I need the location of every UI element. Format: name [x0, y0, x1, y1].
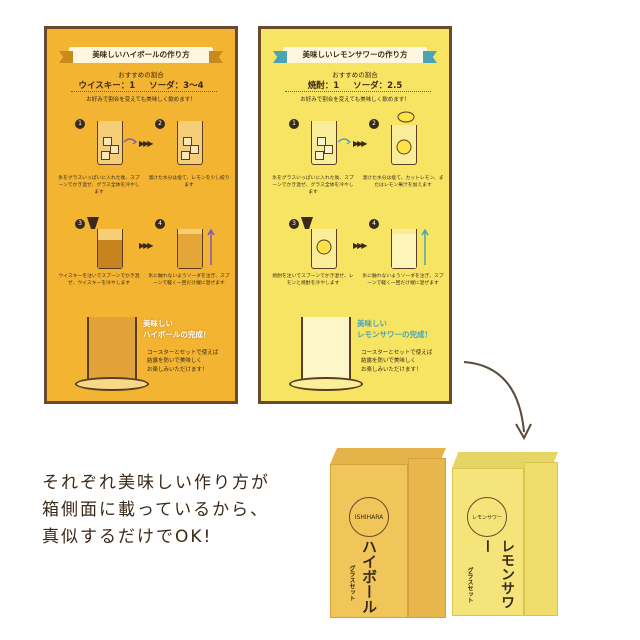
- box-set-text: グラスセット: [348, 565, 355, 601]
- highball-step-4-caption: 氷に触れないようソーダを注ぎ、スプーンで軽く一回だけ縦に混ぜます: [148, 274, 230, 287]
- box-side: [408, 458, 446, 618]
- box-front: ISHIHARA ハイボール グラスセット: [330, 464, 408, 618]
- highball-step-2: 2: [155, 115, 235, 175]
- lemon-step-3-caption: 焼酎を注いでスプーンでかき混ぜ、レモンと焼酎を冷やします: [272, 274, 354, 287]
- lemon-coaster-note: コースターとセットで使えば 結露を防いで美味しく お楽しみいただけます！: [361, 350, 433, 373]
- stir-arrow-icon: [123, 138, 137, 145]
- glass-icon: [311, 121, 337, 165]
- lemon-ratio: 焼酎：1 ソーダ：2.5: [261, 79, 449, 91]
- highball-ratio-whisky: ウイスキー：1: [78, 81, 136, 91]
- highball-step-1-caption: 氷をグラスいっぱいに入れた後、スプーンでかき混ぜ、グラス全体を冷やします: [58, 176, 140, 196]
- highball-done-text: 美味しい ハイボールの完成！: [143, 319, 211, 339]
- box-badge: レモンサワー: [467, 497, 507, 537]
- highball-ratio-title: おすすめの割合: [118, 71, 164, 79]
- lemon-ratio-note: お好みで割合を変えても美味しく飲めます！: [300, 97, 410, 103]
- caption-line: 真似するだけでOK!: [42, 526, 213, 547]
- lemon-sour-box: レモンサワー レモンサワー グラスセット: [452, 452, 560, 616]
- lemon-title-ribbon: 美味しいレモンサワーの作り方: [283, 47, 427, 63]
- whisky-fill: [98, 240, 122, 268]
- lemon-step-3: 3: [289, 215, 369, 275]
- divider: [71, 91, 217, 92]
- lemon-slice-icon: [396, 139, 412, 155]
- lemon-ratio-title: おすすめの割合: [332, 71, 378, 79]
- up-arrow-icon: [421, 229, 429, 265]
- lemon-step-2-caption: 溜けた水分は捨て、カットレモン、またはレモン果汁を加えます: [362, 176, 444, 189]
- highball-ratio-soda: ソーダ：3〜4: [149, 81, 204, 91]
- highball-step-3-caption: ウイスキーを注いでスプーンでかき混ぜ、ウイスキーを冷やします: [58, 274, 140, 287]
- ice-icon: [101, 151, 110, 160]
- highball-coaster-note: コースターとセットで使えば 結露を防いで美味しく お楽しみいただけます！: [147, 350, 219, 373]
- ice-icon: [183, 137, 192, 146]
- box-set-text: グラスセット: [466, 567, 473, 603]
- step-number: 2: [369, 119, 379, 129]
- glass-icon: [97, 121, 123, 165]
- lemon-step-1: 1: [289, 115, 369, 175]
- glass-icon: [97, 229, 123, 269]
- highball-ratio-note: お好みで割合を変えても美味しく飲めます！: [86, 97, 196, 103]
- ice-icon: [190, 145, 199, 154]
- lemon-step-4: 4: [369, 215, 449, 275]
- ice-icon: [103, 137, 112, 146]
- finished-lemon-sour-glass: [301, 317, 351, 383]
- glass-icon: [177, 229, 203, 269]
- glass-icon: [391, 229, 417, 269]
- stir-arrow-icon: [337, 138, 351, 145]
- glass-icon: [391, 125, 417, 165]
- curved-arrow-icon: [463, 361, 532, 441]
- finished-highball-glass: [87, 317, 137, 383]
- next-arrow-icon: ▶▶▶: [353, 241, 368, 250]
- glass-icon: [177, 121, 203, 165]
- highball-title-ribbon: 美味しいハイボールの作り方: [69, 47, 213, 63]
- lemon-step-4-caption: 氷に触れないようソーダを注ぎ、スプーンで軽く一回だけ縦に混ぜます: [362, 274, 444, 287]
- coaster: [75, 377, 149, 391]
- lemon-icon: [397, 111, 415, 123]
- bottle-icon: [301, 217, 313, 229]
- ice-icon: [324, 145, 333, 154]
- step-number: 3: [289, 219, 299, 229]
- caption-text: それぞれ美味しい作り方が 箱側面に載っているから、 真似するだけでOK!: [42, 470, 322, 551]
- coaster: [289, 377, 363, 391]
- box-title: ハイボール: [360, 539, 378, 614]
- lemon-sour-fill: [392, 234, 416, 268]
- lemon-sour-recipe-card: 美味しいレモンサワーの作り方 おすすめの割合 焼酎：1 ソーダ：2.5 お好みで割…: [258, 26, 452, 404]
- highball-step-2-caption: 溜けた水分は捨て、レモンを少し絞ります: [148, 176, 230, 189]
- box-badge: ISHIHARA: [349, 497, 389, 537]
- lemon-step-2: 2: [369, 111, 449, 175]
- step-number: 2: [155, 119, 165, 129]
- highball-step-3: 3: [75, 215, 155, 275]
- ice-icon: [110, 145, 119, 154]
- ice-icon: [181, 151, 190, 160]
- lemon-done-text: 美味しい レモンサワーの完成！: [357, 319, 432, 339]
- bottle-icon: [87, 217, 99, 229]
- ice-icon: [317, 137, 326, 146]
- divider: [285, 91, 431, 92]
- highball-step-1: 1: [75, 115, 155, 175]
- caption-line: それぞれ美味しい作り方が: [42, 473, 270, 493]
- lemon-ratio-soda: ソーダ：2.5: [353, 81, 403, 91]
- lemon-ratio-shochu: 焼酎：1: [307, 81, 340, 91]
- box-front: レモンサワー レモンサワー グラスセット: [452, 468, 524, 616]
- highball-ratio: ウイスキー：1 ソーダ：3〜4: [47, 79, 235, 91]
- ice-icon: [315, 151, 324, 160]
- step-number: 1: [289, 119, 299, 129]
- highball-fill: [178, 234, 202, 268]
- highball-box: ISHIHARA ハイボール グラスセット: [330, 448, 448, 618]
- next-arrow-icon: ▶▶▶: [139, 241, 154, 250]
- up-arrow-icon: [207, 229, 215, 265]
- step-number: 1: [75, 119, 85, 129]
- next-arrow-icon: ▶▶▶: [139, 139, 154, 148]
- caption-line: 箱側面に載っているから、: [42, 499, 270, 520]
- highball-step-4: 4: [155, 215, 235, 275]
- highball-recipe-card: 美味しいハイボールの作り方 おすすめの割合 ウイスキー：1 ソーダ：3〜4 お好み…: [44, 26, 238, 404]
- box-title: レモンサワー: [479, 539, 515, 609]
- box-side: [524, 462, 558, 616]
- lemon-step-1-caption: 氷をグラスいっぱいに入れた後、スプーンでかき混ぜ、グラス全体を冷やします: [272, 176, 354, 196]
- lemon-slice-icon: [316, 239, 332, 255]
- step-number: 4: [369, 219, 379, 229]
- step-number: 3: [75, 219, 85, 229]
- step-number: 4: [155, 219, 165, 229]
- glass-icon: [311, 229, 337, 269]
- next-arrow-icon: ▶▶▶: [353, 139, 368, 148]
